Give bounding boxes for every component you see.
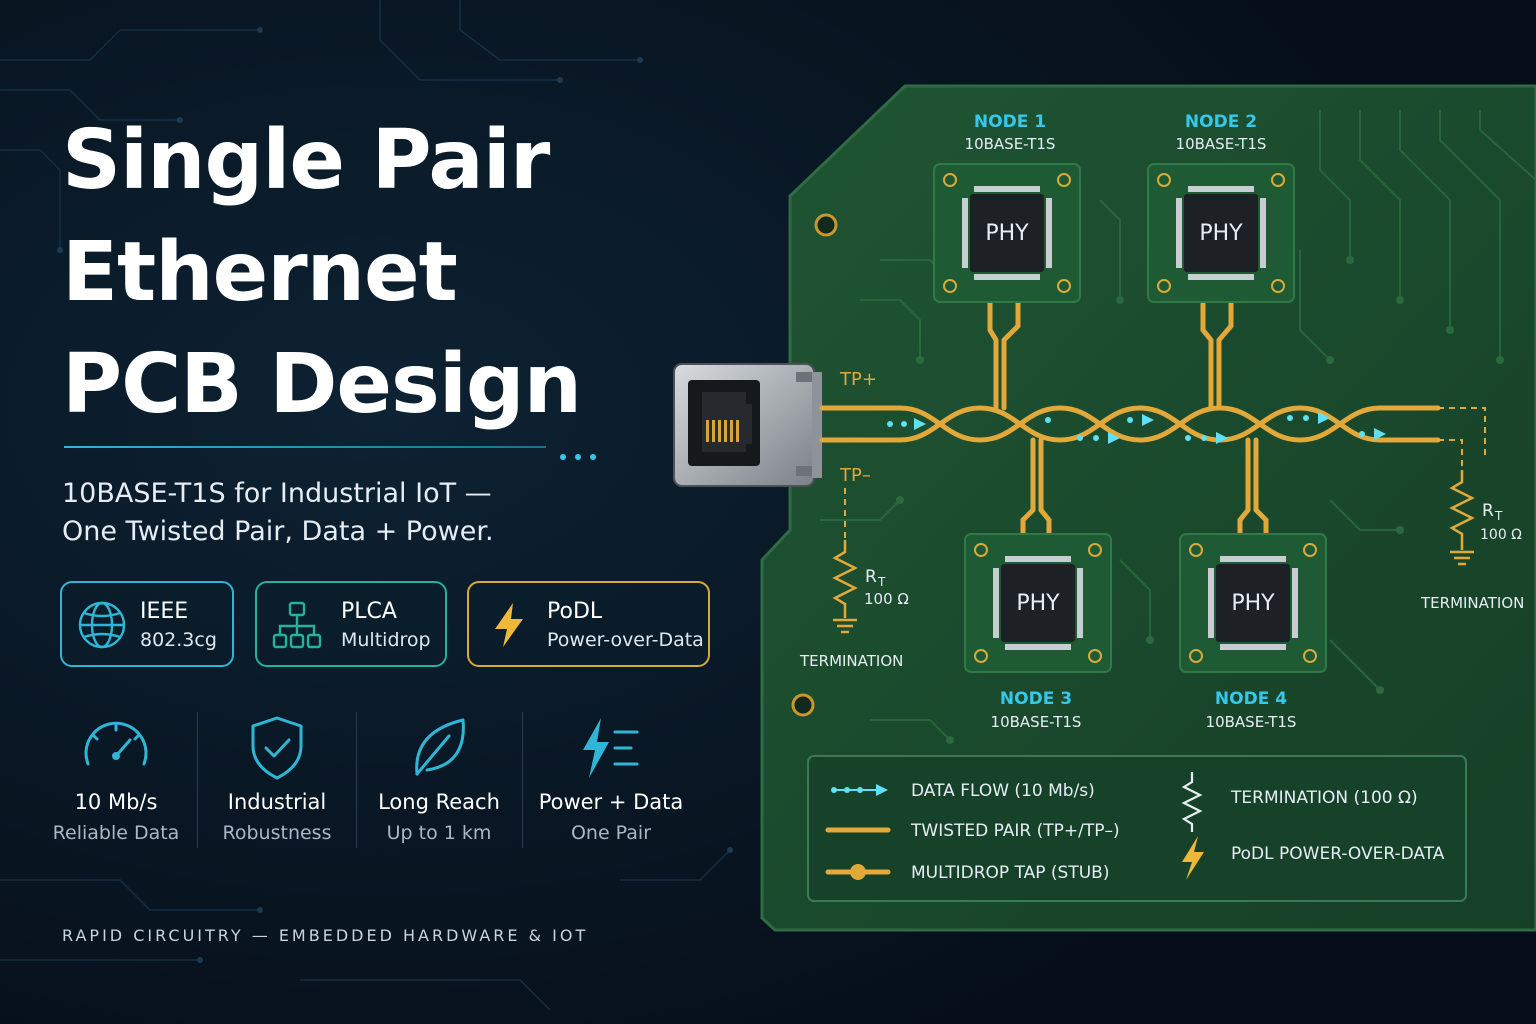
feature-industrial: Industrial Robustness <box>197 712 357 852</box>
mounting-hole <box>814 213 838 237</box>
title-underline <box>64 446 546 448</box>
phy-node-2 <box>1147 163 1295 303</box>
badge-podl-subtitle: Power-over-Data <box>547 629 704 651</box>
lightning-icon <box>495 603 523 647</box>
title-line-2: Ethernet <box>62 225 458 320</box>
termination-left-label: TERMINATION <box>799 652 903 670</box>
feature-divider <box>522 712 523 848</box>
node-2-name: NODE 2 <box>1185 112 1257 132</box>
phy-node-3 <box>964 533 1112 673</box>
node-3-name: NODE 3 <box>1000 689 1072 709</box>
feature-divider <box>197 712 198 848</box>
title-line-3: PCB Design <box>62 337 582 432</box>
feature-industrial-caption: Robustness <box>222 822 332 844</box>
badge-podl-title: PoDL <box>547 599 603 624</box>
data-flow-markers <box>887 412 1386 444</box>
data-flow-arrow-icon <box>831 784 888 796</box>
termination-left-value: 100 Ω <box>864 590 909 608</box>
phy-chip-label: PHY <box>1231 591 1275 616</box>
rj45-connector <box>673 363 822 487</box>
footer-brand: RAPID CIRCUITRY — EMBEDDED HARDWARE & IO… <box>62 926 589 945</box>
phy-node-4 <box>1179 533 1327 673</box>
badge-podl: PoDL Power-over-Data <box>467 581 710 667</box>
feature-power-data: Power + Data One Pair <box>531 712 691 852</box>
phy-node-1 <box>933 163 1081 303</box>
termination-right-label: TERMINATION <box>1420 594 1524 612</box>
tp-plus-label: TP+ <box>839 369 877 390</box>
subtitle-line-1: 10BASE-T1S for Industrial IoT — <box>62 478 492 509</box>
badge-ieee-subtitle: 802.3cg <box>140 629 217 651</box>
node-4-standard: 10BASE-T1S <box>1206 713 1297 731</box>
pcb-background-traces <box>820 110 1536 741</box>
subtitle-line-2: One Twisted Pair, Data + Power. <box>62 516 494 547</box>
resistor-icon <box>1449 470 1475 550</box>
feature-power-caption: One Pair <box>570 822 652 844</box>
feature-industrial-title: Industrial <box>227 790 327 814</box>
speedometer-icon <box>84 721 148 766</box>
globe-icon <box>78 601 126 649</box>
resistor-icon <box>832 540 858 618</box>
legend-label: PoDL POWER-OVER-DATA <box>1231 844 1445 864</box>
badge-plca-subtitle: Multidrop <box>341 629 431 651</box>
node-3-standard: 10BASE-T1S <box>991 713 1082 731</box>
badge-ieee: IEEE 802.3cg <box>60 581 234 667</box>
termination-left-symbol: R <box>865 567 877 587</box>
twisted-pair-bus <box>819 405 1441 443</box>
multidrop-stubs <box>987 287 1269 563</box>
feature-speed: 10 Mb/s Reliable Data <box>36 712 196 852</box>
termination-right: R T 100 Ω TERMINATION <box>1420 407 1524 612</box>
legend-label: TWISTED PAIR (TP+/TP–) <box>910 821 1120 841</box>
lightning-icon <box>1182 836 1204 880</box>
node-1-standard: 10BASE-T1S <box>965 135 1056 153</box>
phy-chip-label: PHY <box>1199 221 1243 246</box>
underline-dots <box>560 445 605 464</box>
node-4-name: NODE 4 <box>1215 689 1287 709</box>
termination-left-subscript: T <box>877 575 886 589</box>
legend: DATA FLOW (10 Mb/s) TWISTED PAIR (TP+/TP… <box>807 755 1467 902</box>
legend-label: MULTIDROP TAP (STUB) <box>911 863 1109 883</box>
termination-right-value: 100 Ω <box>1480 527 1522 543</box>
shield-check-icon <box>251 716 303 780</box>
multidrop-tap-icon <box>825 864 891 880</box>
termination-left: R T 100 Ω TERMINATION <box>799 488 909 670</box>
mounting-hole <box>791 693 815 717</box>
node-1-name: NODE 1 <box>974 112 1046 132</box>
leaf-icon <box>415 718 465 776</box>
badge-plca-title: PLCA <box>341 599 397 624</box>
title-line-1: Single Pair <box>62 113 550 208</box>
termination-right-symbol: R <box>1482 501 1494 521</box>
feature-reach: Long Reach Up to 1 km <box>359 712 519 852</box>
legend-label: DATA FLOW (10 Mb/s) <box>911 781 1095 801</box>
feature-power-title: Power + Data <box>538 790 684 814</box>
termination-right-subscript: T <box>1494 509 1503 523</box>
feature-speed-title: 10 Mb/s <box>74 790 158 814</box>
legend-label: TERMINATION (100 Ω) <box>1230 788 1418 808</box>
feature-reach-caption: Up to 1 km <box>386 822 492 844</box>
phy-chip-label: PHY <box>1016 591 1060 616</box>
badge-ieee-title: IEEE <box>140 599 189 624</box>
node-2-standard: 10BASE-T1S <box>1176 135 1267 153</box>
tp-minus-label: TP– <box>839 465 871 486</box>
resistor-icon <box>1181 772 1203 832</box>
network-tree-icon <box>272 601 322 649</box>
lightning-lines-icon <box>583 718 639 778</box>
feature-speed-caption: Reliable Data <box>52 822 180 844</box>
feature-divider <box>356 712 357 848</box>
phy-chip-label: PHY <box>985 221 1029 246</box>
feature-reach-title: Long Reach <box>378 790 500 814</box>
badge-plca: PLCA Multidrop <box>255 581 447 667</box>
